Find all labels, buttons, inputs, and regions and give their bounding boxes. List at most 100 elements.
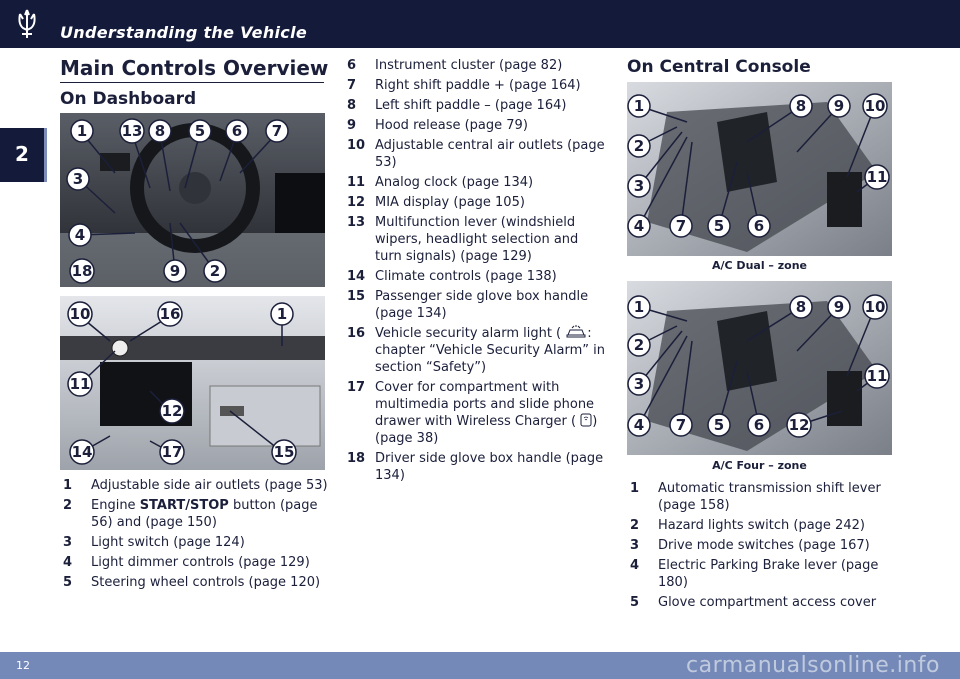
svg-text:4: 4: [75, 226, 85, 244]
page-header: Understanding the Vehicle: [0, 0, 960, 48]
svg-text:4: 4: [634, 416, 644, 434]
callout-12: 12: [786, 412, 812, 438]
caption-four-zone: A/C Four – zone: [712, 459, 807, 472]
dashboard-photo-center: 10 16 1 11 12 14 17 15: [60, 296, 325, 470]
callout-3: 3: [627, 372, 651, 396]
svg-text:6: 6: [232, 122, 242, 140]
svg-text:1: 1: [77, 122, 87, 140]
callout-3: 3: [66, 167, 90, 191]
svg-text:13: 13: [122, 122, 143, 140]
chapter-number: 2: [15, 142, 29, 166]
callout-8: 8: [148, 119, 172, 143]
svg-text:8: 8: [796, 97, 806, 115]
callout-5: 5: [707, 214, 731, 238]
svg-text:11: 11: [867, 168, 888, 186]
callout-6: 6: [747, 413, 771, 437]
callout-3: 3: [627, 174, 651, 198]
svg-text:10: 10: [865, 97, 886, 115]
svg-text:3: 3: [73, 170, 83, 188]
svg-text:16: 16: [160, 305, 181, 323]
svg-text:3: 3: [634, 177, 644, 195]
callout-11: 11: [864, 363, 890, 389]
chapter-tab[interactable]: 2: [0, 128, 47, 182]
page-number: 12: [16, 659, 30, 672]
trident-logo-icon: [18, 9, 36, 38]
console-photo2-callouts: 1 8 9 10 2 11 3 4 7 5 6 12: [627, 294, 890, 438]
console-photo-four-zone: 1 8 9 10 2 11 3 4 7 5 6 12: [627, 281, 892, 455]
callout-4: 4: [68, 223, 92, 247]
svg-text:7: 7: [272, 122, 282, 140]
svg-text:7: 7: [676, 217, 686, 235]
dashboard-photo2-callouts: 10 16 1 11 12 14 17 15: [67, 301, 297, 465]
callout-12: 12: [159, 398, 185, 424]
svg-text:9: 9: [170, 262, 180, 280]
caption-dual-zone: A/C Dual – zone: [712, 259, 807, 272]
svg-text:4: 4: [634, 217, 644, 235]
svg-text:6: 6: [754, 217, 764, 235]
svg-text:1: 1: [634, 298, 644, 316]
callout-7: 7: [669, 413, 693, 437]
svg-text:5: 5: [195, 122, 205, 140]
svg-text:14: 14: [72, 443, 93, 461]
svg-text:3: 3: [634, 375, 644, 393]
console-photo-dual-zone: 1 8 9 10 2 11 3 4 7 5 6: [627, 82, 892, 256]
header-title: Understanding the Vehicle: [60, 23, 308, 42]
svg-text:2: 2: [210, 262, 220, 280]
callout-9: 9: [163, 259, 187, 283]
dashboard-photo-driver: 1 13 8 5 6 7 3 4 18 9 2: [60, 113, 325, 287]
callout-9: 9: [827, 295, 851, 319]
callout-18: 18: [69, 258, 95, 284]
callout-1: 1: [627, 94, 651, 118]
callout-1: 1: [70, 119, 94, 143]
svg-text:7: 7: [676, 416, 686, 434]
svg-text:2: 2: [634, 336, 644, 354]
callout-1: 1: [627, 295, 651, 319]
callout-4: 4: [627, 214, 651, 238]
dashboard-heading: On Dashboard: [60, 89, 197, 109]
svg-text:12: 12: [162, 402, 183, 420]
svg-text:9: 9: [834, 298, 844, 316]
callout-10: 10: [67, 301, 93, 327]
callout-16: 16: [157, 301, 183, 327]
svg-text:9: 9: [834, 97, 844, 115]
callout-6: 6: [225, 119, 249, 143]
callout-7: 7: [265, 119, 289, 143]
callout-1b: 1: [270, 302, 294, 326]
callout-8: 8: [789, 94, 813, 118]
wireless-charger-icon: [580, 413, 592, 427]
svg-text:17: 17: [162, 443, 183, 461]
svg-text:11: 11: [70, 375, 91, 393]
callout-10: 10: [862, 93, 888, 119]
callout-10: 10: [862, 294, 888, 320]
svg-text:2: 2: [634, 137, 644, 155]
svg-text:1: 1: [277, 305, 287, 323]
svg-text:12: 12: [789, 416, 810, 434]
svg-text:5: 5: [714, 416, 724, 434]
svg-text:15: 15: [274, 443, 295, 461]
callout-14: 14: [69, 439, 95, 465]
page-footer: 12 carmanualsonline.info: [0, 652, 960, 679]
callout-2: 2: [203, 259, 227, 283]
callout-5: 5: [707, 413, 731, 437]
console-heading: On Central Console: [627, 57, 811, 77]
callout-11: 11: [67, 371, 93, 397]
svg-text:11: 11: [867, 367, 888, 385]
